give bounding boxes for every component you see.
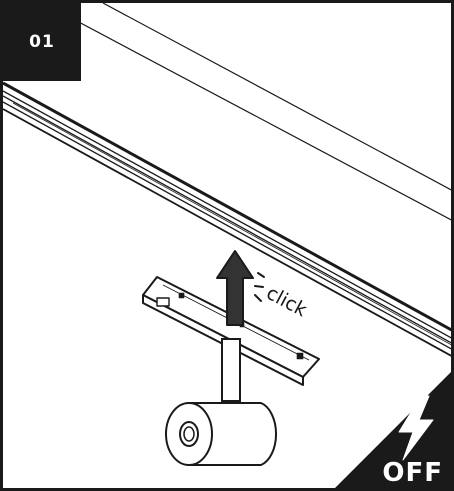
lightning-bolt-icon xyxy=(398,395,434,461)
spotlight-stem xyxy=(221,338,241,402)
step-number-badge: 01 xyxy=(3,3,81,81)
click-label: click xyxy=(263,282,311,321)
ceiling-lines xyxy=(42,3,451,221)
track-installation-illustration: click xyxy=(3,3,451,466)
track-rail xyxy=(3,81,451,357)
click-burst-icon xyxy=(254,272,265,302)
power-state-label: OFF xyxy=(382,458,443,488)
power-off-corner-shape xyxy=(335,372,451,488)
push-up-arrow-icon xyxy=(216,250,254,326)
spotlight-head xyxy=(165,402,278,466)
power-off-badge: OFF xyxy=(335,372,451,488)
